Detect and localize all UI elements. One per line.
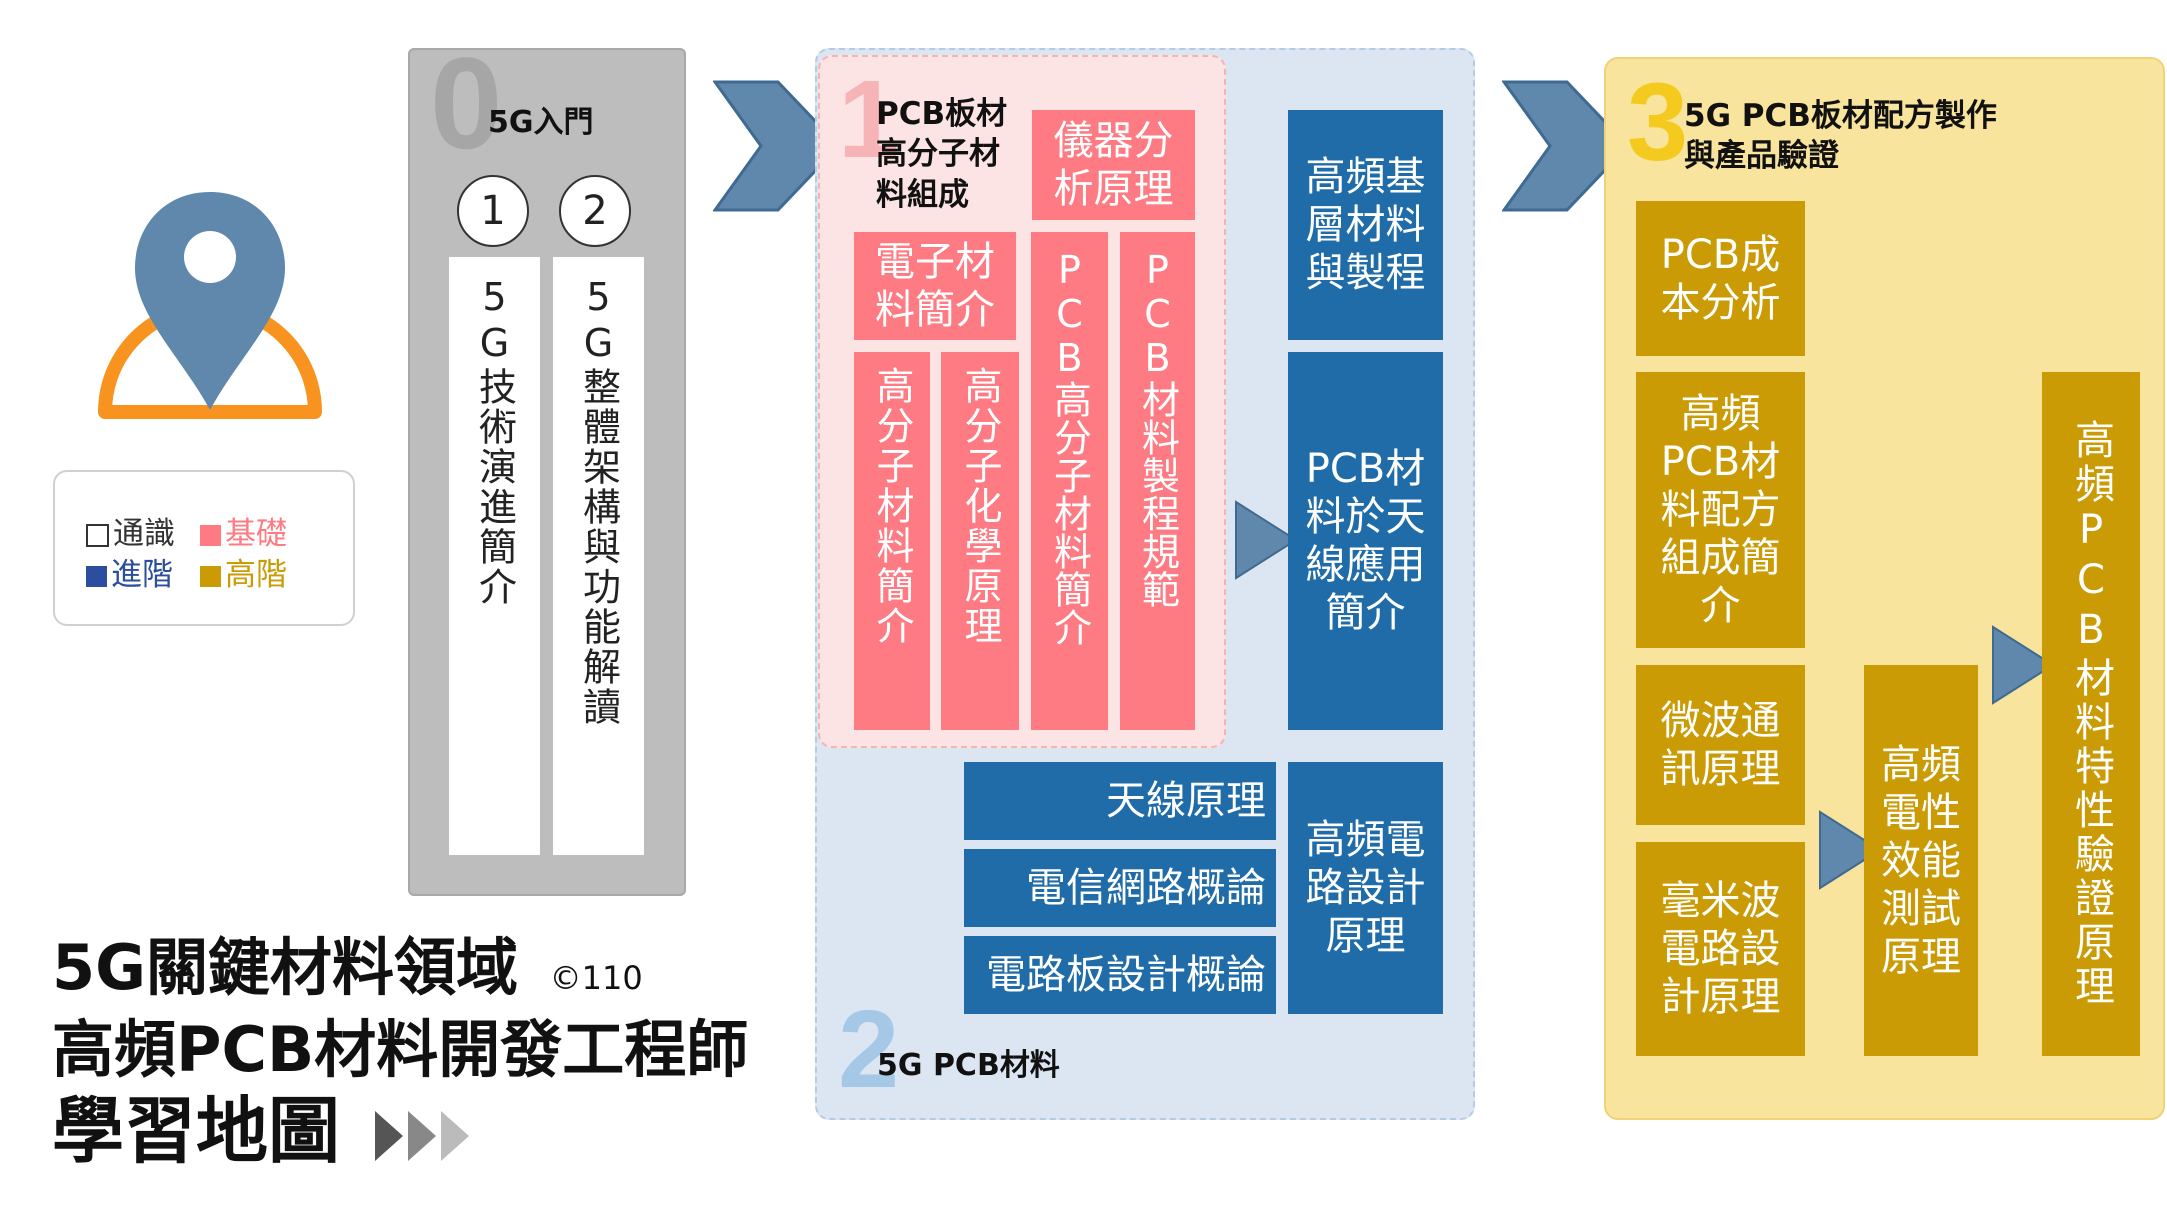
item-microwave-principle: 微波通訊原理 (1636, 665, 1805, 825)
section-0-number: 0 (430, 30, 503, 176)
arrow-right-icon (1235, 500, 1298, 580)
section-0-title: 5G入門 (488, 105, 594, 140)
item-hf-circuit-design: 高頻電路設計原理 (1288, 762, 1443, 1014)
item-hf-pcb-formula: 高頻PCB材料配方組成簡介 (1636, 372, 1805, 648)
item-hf-electrical-test: 高頻電性效能測試原理 (1864, 665, 1978, 1056)
arrow-right-icon (1819, 810, 1882, 890)
item-polymer-chemistry: 高分子化學原理 (941, 352, 1019, 730)
title-line3: 學習地圖 (52, 1089, 341, 1173)
title-block: 5G關鍵材料領域 ©110 高頻PCB材料開發工程師 學習地圖 (52, 932, 772, 1176)
section-2-title: 5G PCB材料 (877, 1048, 1060, 1083)
legend-expert: 高階 (200, 549, 287, 594)
title-line1: 5G關鍵材料領域 (52, 931, 519, 1004)
circle-1: 1 (457, 175, 529, 247)
item-hf-substrate: 高頻基層材料與製程 (1288, 110, 1443, 340)
triple-chevron-icon (375, 1111, 470, 1162)
legend-general: 通識 (86, 508, 175, 553)
section-1-title: PCB板材高分子材料組成 (876, 96, 1008, 213)
item-hf-pcb-verification: 高頻PCB材料特性驗證原理 (2042, 372, 2140, 1056)
item-polymer-intro: 高分子材料簡介 (854, 352, 930, 730)
section-3-title: 5G PCB板材配方製作與產品驗證 (1684, 98, 1997, 175)
item-mmwave-circuit: 毫米波電路設計原理 (1636, 842, 1805, 1056)
item-pcb-process-spec: PCB材料製程規範 (1120, 232, 1195, 730)
legend-advanced: 進階 (86, 549, 173, 594)
item-instrument-analysis: 儀器分析原理 (1032, 110, 1195, 220)
item-pcb-cost-analysis: PCB成本分析 (1636, 201, 1805, 356)
arrow-right-icon (1992, 625, 2055, 705)
circle-2: 2 (559, 175, 631, 247)
arrow-right-icon (1502, 80, 1631, 212)
legend: 通識 基礎 進階 高階 (53, 470, 355, 626)
copyright: ©110 (549, 959, 643, 997)
item-electronic-materials: 電子材料簡介 (854, 232, 1016, 340)
item-5g-architecture: 5G整體架構與功能解讀 (553, 257, 644, 855)
section-1-number: 1 (838, 58, 900, 181)
arrow-right-icon (713, 80, 842, 212)
item-telecom-network: 電信網路概論 (964, 849, 1276, 927)
section-2-number: 2 (838, 988, 900, 1111)
item-antenna-principle: 天線原理 (964, 762, 1276, 840)
legend-basic: 基礎 (200, 508, 287, 553)
item-circuit-board-design: 電路板設計概論 (964, 936, 1276, 1014)
item-pcb-antenna-application: PCB材料於天線應用簡介 (1288, 352, 1443, 730)
title-line2: 高頻PCB材料開發工程師 (52, 1013, 749, 1086)
item-pcb-polymer: PCB高分子材料簡介 (1031, 232, 1108, 730)
section-3-number: 3 (1627, 61, 1689, 184)
item-5g-evolution: 5G技術演進簡介 (449, 257, 540, 855)
map-pin-icon (98, 192, 322, 419)
